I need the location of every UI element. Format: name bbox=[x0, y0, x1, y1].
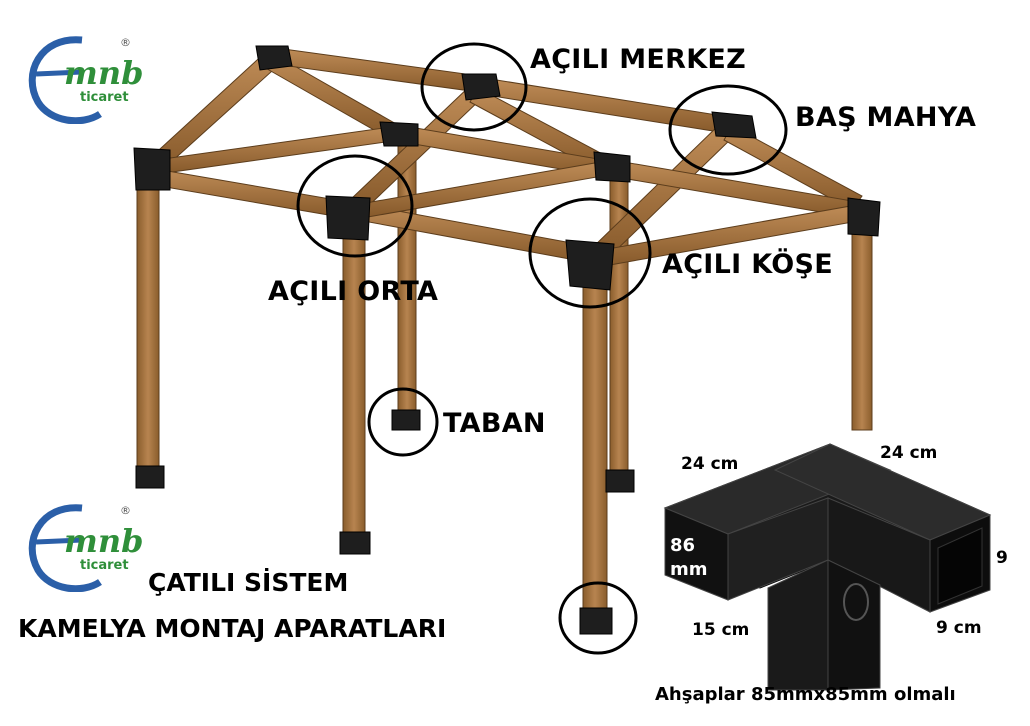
dimension-bottom-right: 9 cm bbox=[936, 618, 982, 638]
wooden-beams bbox=[147, 47, 865, 267]
callout-acili-merkez: AÇILI MERKEZ bbox=[530, 44, 747, 75]
brand-sub: ticaret bbox=[80, 90, 129, 105]
callout-taban: TABAN bbox=[443, 408, 546, 439]
brand-swoosh-icon bbox=[28, 36, 102, 124]
bracket-detail-drawing bbox=[663, 443, 992, 691]
callout-acili-orta: AÇILI ORTA bbox=[268, 276, 439, 307]
black-brackets bbox=[133, 45, 881, 635]
dimension-top-right: 24 cm bbox=[880, 443, 938, 463]
title-line-2: KAMELYA MONTAJ APARATLARI bbox=[18, 614, 447, 643]
callout-bas-mahya: BAŞ MAHYA bbox=[795, 102, 977, 133]
brand-swoosh-icon bbox=[28, 504, 102, 592]
brand-logo-bottom: mnb ticaret ® bbox=[20, 502, 144, 592]
wood-size-note: Ahşaplar 85mmx85mm olmalı bbox=[655, 684, 956, 705]
registered-mark: ® bbox=[120, 504, 131, 517]
brand-name: mnb bbox=[64, 54, 144, 92]
callout-circles bbox=[296, 42, 788, 655]
registered-mark: ® bbox=[120, 36, 131, 49]
callout-acili-kose: AÇILI KÖŞE bbox=[662, 249, 833, 280]
title-line-1: ÇATILI SİSTEM bbox=[148, 568, 349, 597]
brand-sub: ticaret bbox=[80, 558, 129, 573]
dimension-front-height: 86 mm bbox=[670, 535, 708, 580]
brand-name: mnb bbox=[64, 522, 144, 560]
brand-logo-top: mnb ticaret ® bbox=[20, 34, 144, 124]
dimension-top-left: 24 cm bbox=[681, 454, 739, 474]
dimension-right-height: 9 bbox=[996, 548, 1008, 568]
dimension-bottom-left: 15 cm bbox=[692, 620, 750, 640]
